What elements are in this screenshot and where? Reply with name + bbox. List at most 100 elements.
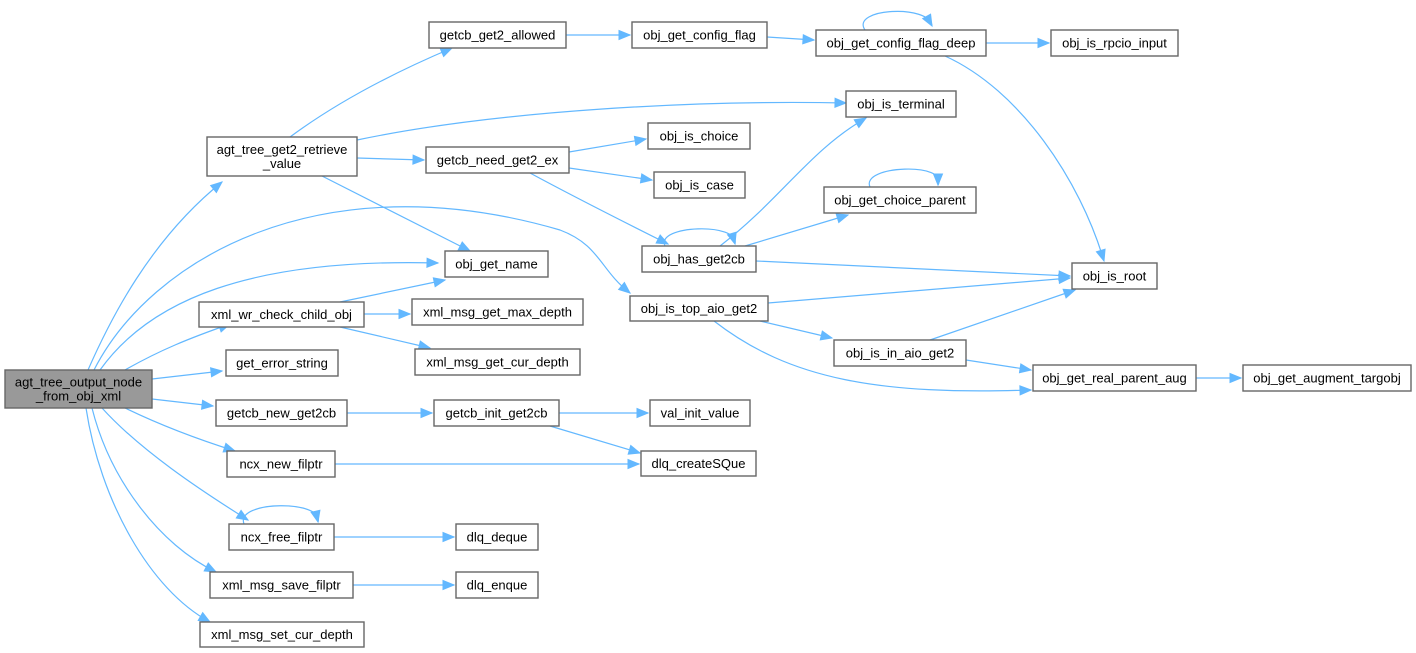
node-box [845, 90, 957, 118]
node-box [1071, 262, 1158, 290]
node-label: obj_is_case [665, 178, 734, 193]
arrowhead-icon [412, 154, 426, 165]
node-getcb-need-get2-ex[interactable]: getcb_need_get2_ex [425, 146, 570, 174]
nodes-layer: agt_tree_output_node_from_obj_xmlagt_tre… [4, 21, 1412, 648]
node-xml-msg-save-filptr[interactable]: xml_msg_save_filptr [209, 571, 354, 599]
node-obj-get-config-flag-deep[interactable]: obj_get_config_flag_deep [815, 29, 987, 57]
node-obj-get-choice-parent[interactable]: obj_get_choice_parent [823, 186, 977, 214]
node-obj-has-get2cb[interactable]: obj_has_get2cb [641, 245, 757, 273]
node-box [1032, 364, 1197, 392]
arrowhead-icon [310, 509, 321, 524]
node-getcb-new-get2cb[interactable]: getcb_new_get2cb [215, 399, 348, 427]
node-obj-is-rpcio-input[interactable]: obj_is_rpcio_input [1050, 29, 1179, 57]
node-box [653, 171, 746, 199]
arrowhead-icon [618, 29, 632, 41]
node-box [833, 339, 967, 367]
node-get-error-string[interactable]: get_error_string [225, 349, 339, 377]
node-box [631, 21, 768, 49]
node-box [4, 369, 153, 409]
node-label: obj_is_terminal [857, 97, 945, 112]
node-label: xml_msg_get_max_depth [423, 305, 572, 320]
edge-root-to-agt-tree-get2-retrieve-value [87, 181, 224, 371]
node-label: obj_is_choice [660, 129, 739, 144]
node-agt-tree-get2-retrieve-value[interactable]: agt_tree_get2_retrieve_value [206, 136, 358, 177]
node-label: obj_is_root [1083, 269, 1147, 284]
node-ncx-new-filptr[interactable]: ncx_new_filptr [226, 450, 336, 478]
node-obj-get-config-flag[interactable]: obj_get_config_flag [631, 21, 768, 49]
node-label: agt_tree_output_node [15, 375, 142, 390]
edge-getcb-init-get2cb-to-val-init-value [559, 407, 650, 419]
node-label: obj_get_real_parent_aug [1042, 371, 1187, 386]
node-obj-is-terminal[interactable]: obj_is_terminal [845, 90, 957, 118]
edge-obj-has-get2cb-to-obj-has-get2cb [663, 228, 737, 247]
arrowhead-icon [398, 308, 412, 320]
node-ncx-free-filptr[interactable]: ncx_free_filptr [228, 523, 335, 551]
edge-obj-get-real-parent-aug-to-obj-get-augment-targobj [1196, 372, 1243, 384]
arrowhead-icon [1037, 37, 1051, 49]
node-label: xml_wr_check_child_obj [211, 307, 352, 322]
arrowhead-icon [1058, 273, 1072, 285]
node-getcb-get2-allowed[interactable]: getcb_get2_allowed [428, 21, 567, 49]
arrowhead-icon [921, 13, 933, 28]
arrowhead-icon [932, 173, 944, 187]
node-label: getcb_get2_allowed [440, 28, 556, 43]
edge-line [759, 320, 833, 339]
node-box [815, 29, 987, 57]
node-xml-wr-check-child-obj[interactable]: xml_wr_check_child_obj [198, 301, 365, 328]
edge-line [744, 214, 849, 247]
node-dlq-deque[interactable]: dlq_deque [455, 523, 539, 551]
node-obj-get-name[interactable]: obj_get_name [444, 250, 549, 278]
node-label: obj_get_choice_parent [834, 193, 966, 208]
edge-line [85, 407, 211, 623]
edge-xml-msg-save-filptr-to-dlq-enque [353, 579, 456, 591]
edge-agt-tree-get2-retrieve-value-to-obj-get-name [321, 175, 472, 252]
node-box [649, 399, 751, 427]
edge-obj-get-config-flag-deep-to-obj-is-root [944, 55, 1106, 263]
node-xml-msg-set-cur-depth[interactable]: xml_msg_set_cur_depth [199, 621, 365, 648]
node-xml-msg-get-cur-depth[interactable]: xml_msg_get_cur_depth [414, 348, 581, 376]
edge-line [339, 279, 446, 303]
node-box [425, 146, 570, 174]
edge-xml-wr-check-child-obj-to-obj-get-name [339, 277, 447, 303]
node-obj-is-root[interactable]: obj_is_root [1071, 262, 1158, 290]
root-node[interactable]: agt_tree_output_node_from_obj_xml [4, 369, 153, 409]
node-obj-get-augment-targobj[interactable]: obj_get_augment_targobj [1242, 364, 1412, 392]
edge-line [87, 181, 223, 371]
edge-line [868, 168, 940, 188]
arrowhead-icon [203, 562, 218, 573]
node-obj-is-top-aio-get2[interactable]: obj_is_top_aio_get2 [629, 295, 769, 322]
edge-agt-tree-get2-retrieve-value-to-getcb-get2-allowed [289, 47, 454, 138]
node-obj-is-case[interactable]: obj_is_case [653, 171, 746, 199]
node-label: xml_msg_get_cur_depth [426, 355, 568, 370]
arrowhead-icon [835, 213, 850, 224]
edge-line [321, 175, 471, 252]
edge-root-to-xml-msg-set-cur-depth [85, 407, 212, 623]
arrowhead-icon [439, 47, 454, 58]
arrowhead-icon [200, 399, 215, 410]
node-val-init-value[interactable]: val_init_value [649, 399, 751, 427]
node-label: val_init_value [661, 406, 740, 421]
node-obj-get-real-parent-aug[interactable]: obj_get_real_parent_aug [1032, 364, 1197, 392]
arrowhead-icon [1095, 248, 1106, 263]
node-box [209, 571, 354, 599]
node-dlq-enque[interactable]: dlq_enque [455, 571, 539, 599]
arrowhead-icon [442, 531, 456, 543]
node-obj-is-in-aio-get2[interactable]: obj_is_in_aio_get2 [833, 339, 967, 367]
node-getcb-init-get2cb[interactable]: getcb_init_get2cb [433, 399, 560, 427]
node-label: dlq_enque [467, 578, 528, 593]
node-label: _value [262, 156, 301, 171]
node-label: xml_msg_save_filptr [222, 578, 341, 593]
arrowhead-icon [1062, 288, 1077, 299]
edge-obj-is-top-aio-get2-to-obj-is-in-aio-get2 [759, 320, 834, 341]
node-box [199, 621, 365, 648]
node-xml-msg-get-max-depth[interactable]: xml_msg_get_max_depth [411, 298, 584, 326]
node-obj-is-choice[interactable]: obj_is_choice [647, 122, 751, 150]
node-label: obj_get_config_flag [643, 28, 756, 43]
node-label: agt_tree_get2_retrieve [217, 142, 348, 157]
node-box [226, 450, 336, 478]
node-dlq-createSQue[interactable]: dlq_createSQue [640, 450, 757, 477]
arrowhead-icon [853, 117, 868, 129]
edge-line [289, 47, 453, 138]
node-label: xml_msg_set_cur_depth [211, 627, 353, 642]
node-box [647, 122, 751, 150]
